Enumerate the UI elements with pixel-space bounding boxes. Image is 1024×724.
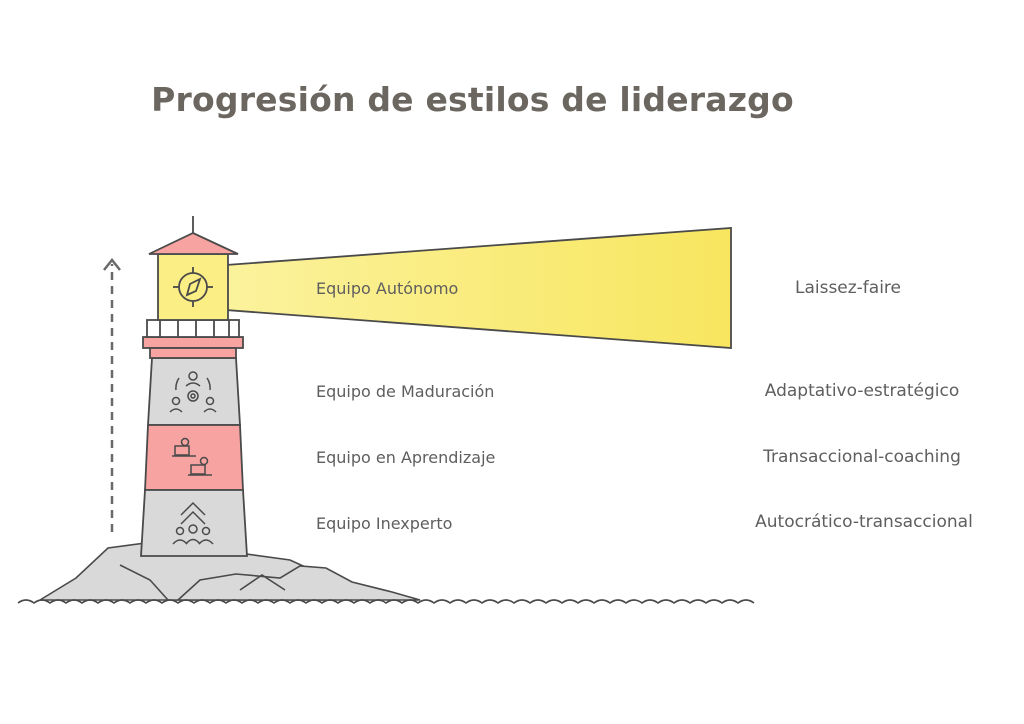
progression-arrow: [103, 257, 121, 532]
people-laptop-icon: [172, 437, 212, 476]
band-aprend: [144, 424, 244, 491]
style-label-autocratico: Autocrático-transaccional: [755, 512, 973, 532]
level-label-autonomo: Equipo Autónomo: [316, 279, 459, 298]
team-gear-icon: [169, 371, 217, 413]
lighthouse-tower: [140, 216, 248, 557]
style-label-laissez-faire: Laissez-faire: [794, 278, 902, 298]
light-beam: [225, 227, 732, 349]
compass-target-icon: [173, 267, 213, 307]
level-label-inexperto: Equipo Inexperto: [316, 514, 453, 533]
band-inexp: [140, 489, 248, 557]
level-label-aprendizaje: Equipo en Aprendizaje: [316, 448, 496, 467]
level-label-maduracion: Equipo de Maduración: [316, 382, 495, 401]
sea-waves: [17, 599, 755, 604]
team-growth-arrow-icon: [172, 501, 214, 545]
style-label-adaptativo: Adaptativo-estratégico: [764, 381, 960, 401]
style-label-transaccional-coaching: Transaccional-coaching: [763, 447, 961, 467]
page-title: Progresión de estilos de liderazgo: [151, 80, 794, 119]
